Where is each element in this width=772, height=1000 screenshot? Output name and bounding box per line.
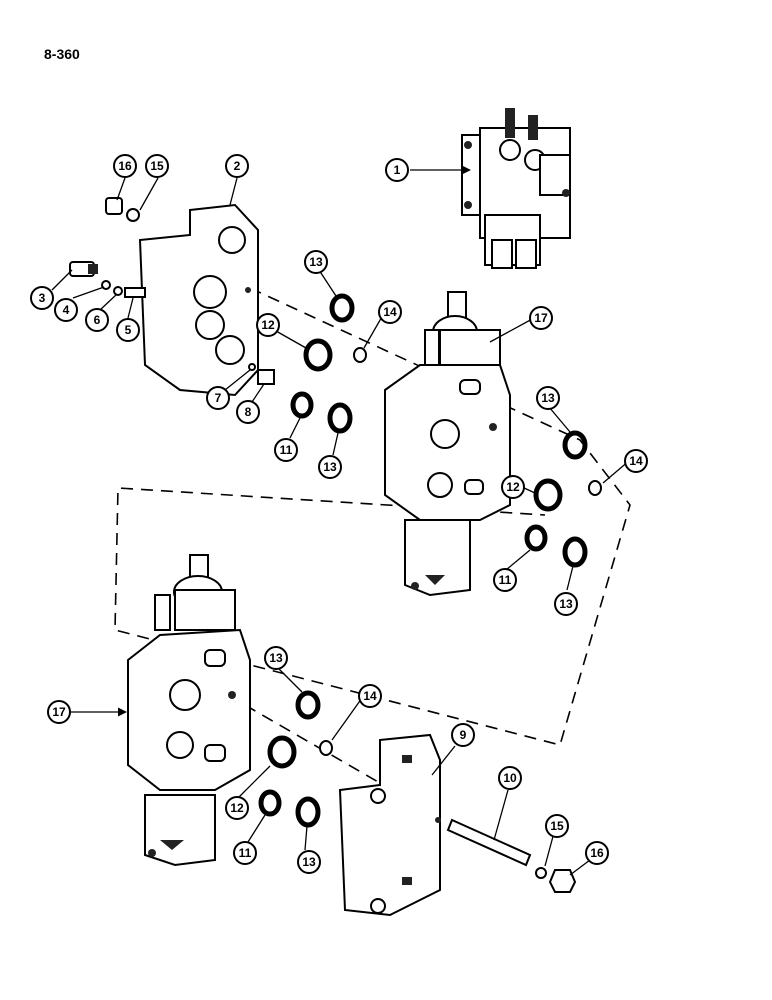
o-rings [258, 293, 602, 828]
callout-8: 8 [236, 400, 260, 424]
svg-text:11: 11 [499, 573, 512, 587]
callout-11-c: 11 [233, 841, 257, 865]
svg-text:11: 11 [280, 443, 293, 457]
callout-6: 6 [85, 308, 109, 332]
svg-text:12: 12 [230, 801, 244, 815]
callout-13-f: 13 [297, 850, 321, 874]
svg-text:13: 13 [302, 855, 316, 869]
page-number: 8-360 [44, 46, 80, 62]
callout-10: 10 [498, 766, 522, 790]
callout-13-c: 13 [536, 386, 560, 410]
svg-text:5: 5 [125, 323, 132, 337]
valve-section-lower-part-17 [127, 554, 251, 867]
valve-section-upper-part-17 [384, 291, 511, 597]
svg-text:8: 8 [245, 405, 252, 419]
callout-14-a: 14 [378, 300, 402, 324]
callout-11-b: 11 [493, 568, 517, 592]
callout-16-a: 16 [113, 154, 137, 178]
callout-12-a: 12 [256, 313, 280, 337]
svg-text:17: 17 [534, 311, 548, 325]
callout-17-b: 17 [47, 700, 71, 724]
svg-text:17: 17 [52, 705, 66, 719]
svg-text:13: 13 [559, 597, 573, 611]
callout-11-a: 11 [274, 438, 298, 462]
callout-3: 3 [30, 286, 54, 310]
callout-12-b: 12 [501, 475, 525, 499]
svg-text:14: 14 [383, 305, 397, 319]
svg-text:13: 13 [323, 460, 337, 474]
valve-assembly-part-1 [461, 108, 571, 269]
svg-text:15: 15 [550, 819, 564, 833]
svg-text:1: 1 [394, 163, 401, 177]
inlet-end-plate-part-2 [138, 203, 259, 397]
assembly-dashed-lines [114, 287, 631, 813]
callout-7: 7 [206, 386, 230, 410]
svg-text:13: 13 [309, 255, 323, 269]
svg-text:13: 13 [269, 651, 283, 665]
svg-text:14: 14 [629, 454, 643, 468]
callout-5: 5 [116, 318, 140, 342]
svg-text:16: 16 [590, 846, 604, 860]
svg-text:9: 9 [460, 728, 467, 742]
callout-2: 2 [225, 154, 249, 178]
end-cover-part-9 [338, 733, 441, 917]
callout-15-b: 15 [545, 814, 569, 838]
svg-text:16: 16 [118, 159, 132, 173]
callout-14-c: 14 [358, 684, 382, 708]
svg-text:11: 11 [239, 846, 252, 860]
callout-17-a: 17 [529, 306, 553, 330]
svg-text:3: 3 [39, 291, 46, 305]
callout-labels: 1 2 3 4 5 6 7 8 9 10 11 11 11 12 12 12 1… [30, 154, 648, 874]
callout-12-c: 12 [225, 796, 249, 820]
svg-text:10: 10 [503, 771, 517, 785]
callout-13-b: 13 [318, 455, 342, 479]
callout-13-e: 13 [264, 646, 288, 670]
svg-text:13: 13 [541, 391, 555, 405]
callout-16-b: 16 [585, 841, 609, 865]
svg-text:4: 4 [63, 303, 70, 317]
svg-text:2: 2 [234, 159, 241, 173]
svg-text:12: 12 [506, 480, 520, 494]
callout-1: 1 [385, 158, 409, 182]
callout-9: 9 [451, 723, 475, 747]
stud-washer-nut-bottom [446, 818, 577, 893]
svg-text:6: 6 [94, 313, 101, 327]
callout-4: 4 [54, 298, 78, 322]
callout-13-a: 13 [304, 250, 328, 274]
callout-14-b: 14 [624, 449, 648, 473]
svg-text:14: 14 [363, 689, 377, 703]
callout-15-a: 15 [145, 154, 169, 178]
svg-text:7: 7 [215, 391, 222, 405]
svg-text:12: 12 [261, 318, 275, 332]
svg-text:15: 15 [150, 159, 164, 173]
callout-13-d: 13 [554, 592, 578, 616]
